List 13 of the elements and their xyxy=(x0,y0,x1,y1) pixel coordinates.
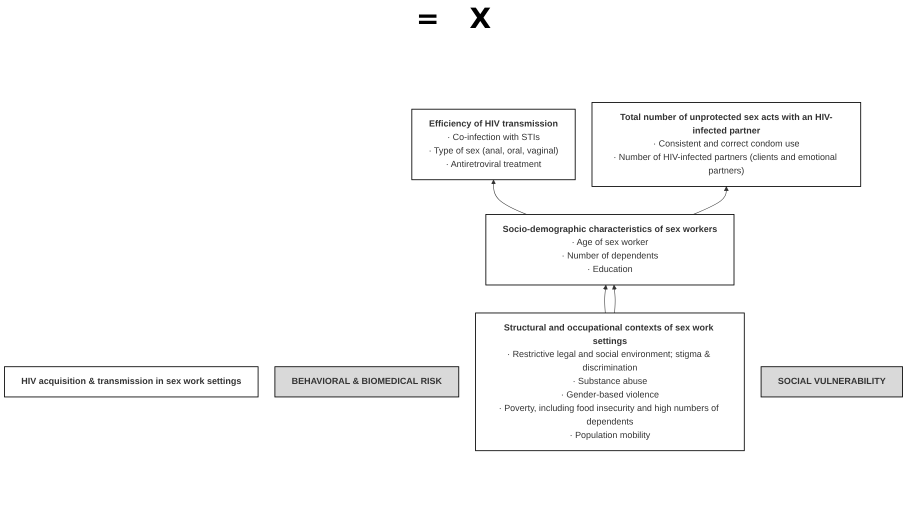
node-box: BEHAVIORAL & BIOMEDICAL RISK xyxy=(274,366,460,398)
node-box: Structural and occupational contexts of sex work settings · Restrictive legal and social environment; stigma & discrimination · Substance abuse · Gender-based violence · Poverty, including food insecurity and high numbers of dependents · Population mobility xyxy=(475,312,745,452)
node-box: HIV acquisition & transmission in sex work settings xyxy=(4,366,259,398)
arrow xyxy=(491,180,527,216)
arrow xyxy=(612,285,617,314)
arrow xyxy=(693,186,729,216)
node-box: Socio-demographic characteristics of sex workers · Age of sex worker · Number of dependents · Education xyxy=(485,214,734,286)
operator-symbol: X xyxy=(469,2,492,34)
node-box: Efficiency of HIV transmission · Co-infection with STIs · Type of sex (anal, oral, vaginal) · Antiretroviral treatment xyxy=(411,109,576,181)
arrow xyxy=(602,285,608,314)
operator-symbol: = xyxy=(416,2,440,34)
node-box: Total number of unprotected sex acts with an HIV-infected partner · Consistent and correct condom use · Number of HIV-infected partners (clients and emotional partners) xyxy=(592,102,862,188)
node-box: SOCIAL VULNERABILITY xyxy=(760,366,903,398)
